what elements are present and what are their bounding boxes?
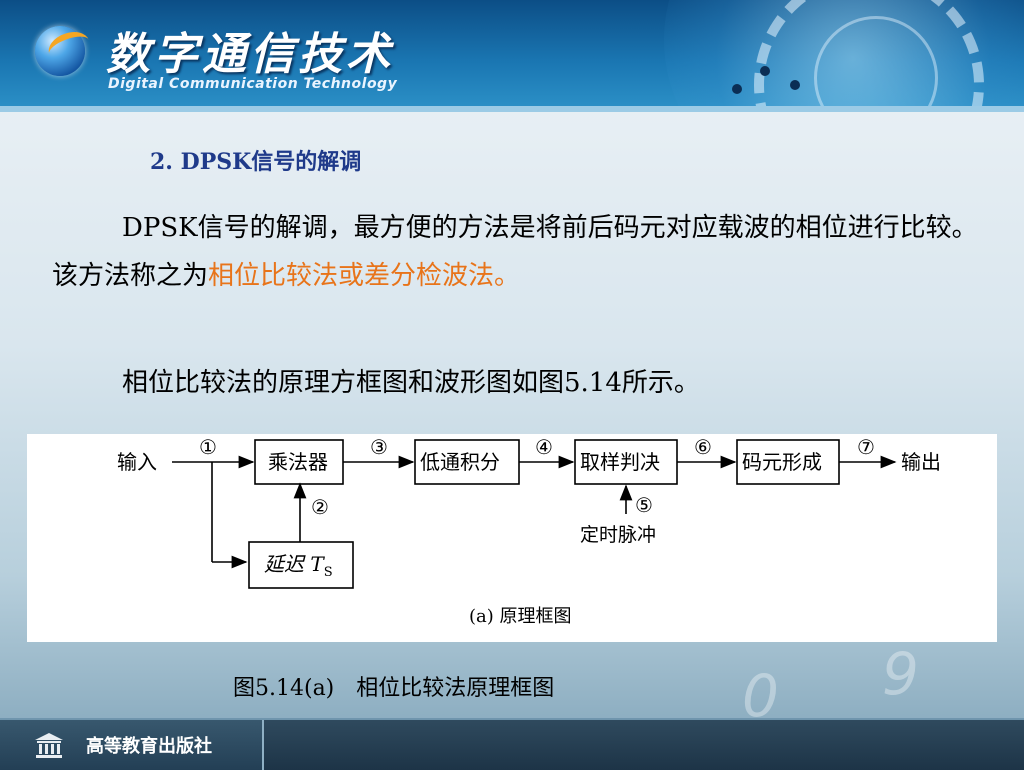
footer-bar: 高等教育出版社	[0, 718, 1024, 770]
sampler-label: 取样判决	[580, 450, 660, 474]
app-title: 数字通信技术	[106, 29, 394, 80]
header-dot	[760, 66, 770, 76]
header-dot	[790, 80, 800, 90]
marker-3: ③	[370, 435, 388, 459]
delay-block	[248, 541, 354, 589]
header-divider	[0, 106, 1024, 112]
timing-pulse-label: 定时脉冲	[580, 524, 656, 546]
section-title: 2. DPSK信号的解调	[150, 149, 362, 175]
globe-logo-icon	[35, 26, 85, 76]
marker-5: ⑤	[635, 493, 653, 517]
marker-2: ②	[311, 495, 329, 519]
lowpass-label: 低通积分	[420, 450, 500, 474]
highlight-text: 相位比较法或差分检波法。	[208, 261, 521, 291]
body-paragraph: DPSK信号的解调，最方便的方法是将前后码元对应载波的相位进行比较。该方法称之为…	[52, 204, 982, 300]
paragraph-text: DPSK信号的解调，最方便的方法是将前后码元对应载波的相位进行比较。该方法称之为	[52, 213, 978, 291]
delay-label: 延迟 TS	[264, 552, 333, 580]
figure-caption: 图5.14(a) 相位比较法原理框图	[233, 676, 555, 701]
marker-6: ⑥	[694, 435, 712, 459]
output-label: 输出	[901, 450, 941, 474]
marker-1: ①	[199, 435, 217, 459]
decoder-label: 码元形成	[742, 450, 822, 474]
header-banner: 数字通信技术 Digital Communication Technology	[0, 0, 1024, 112]
block-diagram-figure: 输入 输出 乘法器 低通积分 取样判决 码元形成 延迟 TS 定时脉冲 ① ② …	[27, 434, 997, 642]
multiplier-label: 乘法器	[268, 450, 328, 474]
header-gear-decoration	[754, 0, 984, 112]
marker-7: ⑦	[857, 435, 875, 459]
delay-subscript: S	[324, 565, 333, 580]
decorative-digit: 9	[882, 640, 919, 708]
header-ring-decoration	[814, 16, 938, 112]
delay-label-text: 延迟 T	[264, 552, 325, 576]
publisher-name: 高等教育出版社	[86, 736, 212, 757]
marker-4: ④	[535, 435, 553, 459]
publisher-panel: 高等教育出版社	[0, 720, 264, 770]
publisher-building-icon	[35, 733, 63, 758]
input-label: 输入	[117, 450, 157, 474]
header-dot	[732, 84, 742, 94]
figure-subcaption: (a) 原理框图	[469, 606, 572, 627]
block-diagram: 输入 输出 乘法器 低通积分 取样判决 码元形成 延迟 TS 定时脉冲 ① ② …	[117, 435, 941, 627]
body-paragraph-2: 相位比较法的原理方框图和波形图如图5.14所示。	[122, 368, 700, 398]
app-subtitle: Digital Communication Technology	[108, 76, 398, 92]
